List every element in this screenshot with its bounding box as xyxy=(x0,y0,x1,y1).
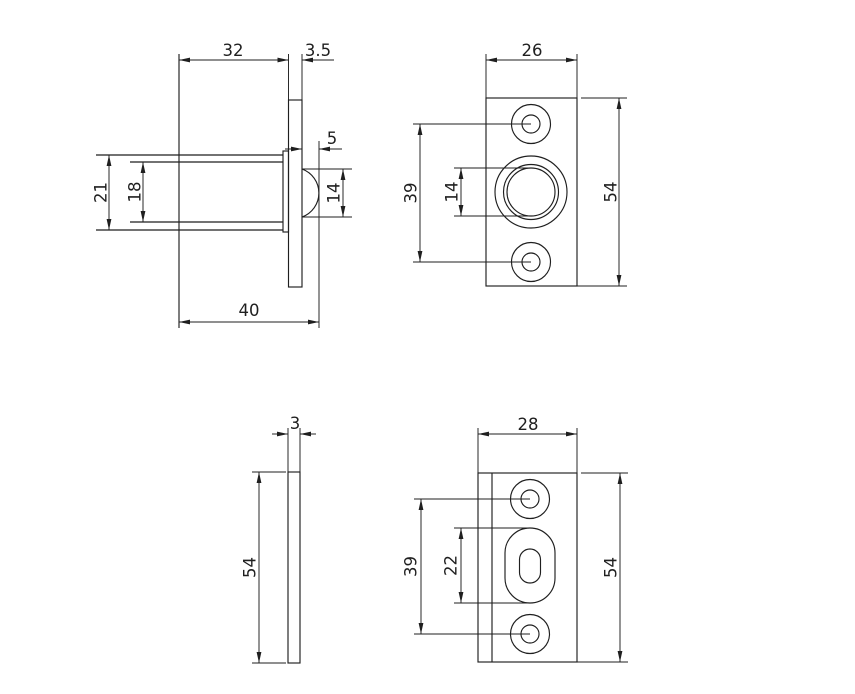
faceplate-outline xyxy=(485,97,578,287)
dim-label-14: 14 xyxy=(325,183,344,204)
strike-plate-side-view: 3 54 xyxy=(241,414,316,664)
dim-label-54: 54 xyxy=(602,557,621,578)
flange-plate-side xyxy=(287,99,303,288)
dim-label-5: 5 xyxy=(327,129,338,148)
strike-plate-outline xyxy=(477,472,578,663)
dim-label-40: 40 xyxy=(239,301,260,320)
dim-label-14: 14 xyxy=(443,182,462,203)
strike-plate-side-outline xyxy=(287,471,301,664)
dim-label-28: 28 xyxy=(518,415,539,434)
collar-boss xyxy=(282,150,290,233)
dim-label-26: 26 xyxy=(522,41,543,60)
bolt-side-view: 32 3.5 5 21 18 14 40 xyxy=(92,41,352,328)
faceplate-front-view: 26 54 39 14 xyxy=(402,41,627,287)
dim-label-32: 32 xyxy=(223,41,244,60)
dim-label-39: 39 xyxy=(402,556,421,577)
dim-label-22: 22 xyxy=(442,555,461,576)
bolt-hole-inner xyxy=(506,167,556,217)
dim-label-21: 21 xyxy=(92,182,111,203)
bolt-tip-dome xyxy=(301,168,320,218)
bolt-slot xyxy=(518,548,542,584)
bolt-hole-outer xyxy=(494,155,568,229)
dim-label-54: 54 xyxy=(241,557,260,578)
bolt-hole-chamfer xyxy=(502,163,560,221)
dim-label-54: 54 xyxy=(602,182,621,203)
dim-label-3_5: 3.5 xyxy=(305,41,331,60)
strike-plate-front-view: 28 54 39 22 xyxy=(402,415,628,663)
bolt-recess-obround xyxy=(504,527,556,604)
dim-label-39: 39 xyxy=(402,183,421,204)
dim-label-3: 3 xyxy=(290,414,301,433)
dim-label-18: 18 xyxy=(126,182,145,203)
